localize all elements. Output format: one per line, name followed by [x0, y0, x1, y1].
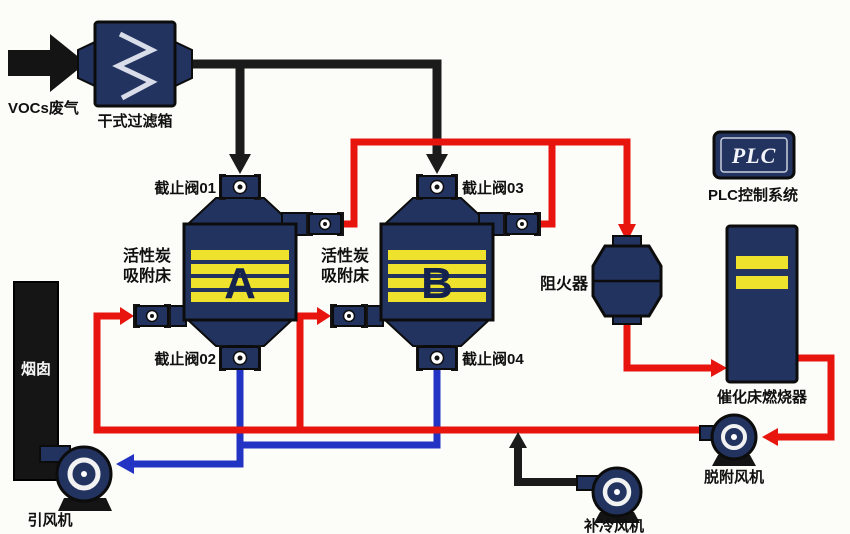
- flame-arrester-label: 阻火器: [540, 275, 589, 293]
- adsorber-a-bottom-cone: [185, 319, 295, 347]
- exhaust-pipe-blue: [116, 369, 441, 474]
- adsorber-b: B: [362, 197, 506, 347]
- valve-03-label: 截止阀03: [462, 179, 524, 197]
- exhaust-pipe-a: [134, 369, 244, 468]
- plc-badge-text: PLC: [731, 143, 777, 168]
- cooling-makeup-fan: [576, 466, 643, 523]
- desorb-pipe-a-out: [342, 138, 631, 228]
- filter-left-flange: [77, 40, 96, 88]
- dry-filter-label: 干式过滤箱: [97, 112, 172, 130]
- desorb-pipe-burner-to-fan: [778, 354, 835, 441]
- chimney: 烟囱: [13, 281, 59, 481]
- stop-valve-03: [416, 174, 458, 200]
- desorb-pipe-return-b: [296, 312, 317, 430]
- induced-fan-label: 引风机: [27, 511, 72, 529]
- side-valve-a-inlet: [133, 304, 171, 328]
- flow-arrow-down-arrester-icon: [618, 224, 636, 242]
- inlet-pipe-main: [190, 59, 442, 160]
- vocs-inlet-label: VOCs废气: [8, 99, 79, 117]
- desorption-fan-label: 脱附风机: [704, 468, 764, 486]
- adsorber-b-bottom-cone: [382, 319, 492, 347]
- valve-04-label: 截止阀04: [462, 350, 524, 368]
- desorb-pipe-return-a: [93, 312, 714, 434]
- flame-arrester: [591, 235, 663, 325]
- adsorber-b-letter: B: [421, 259, 453, 308]
- stop-valve-04: [416, 345, 458, 371]
- desorb-pipe-to-burner: [623, 322, 711, 372]
- adsorber-a-label-line2: 吸附床: [123, 266, 172, 285]
- valve-01-label: 截止阀01: [154, 179, 216, 197]
- desorption-pipe-red: [93, 138, 835, 446]
- cooling-fan-label: 补冷风机: [583, 517, 644, 534]
- burner-label: 催化床燃烧器: [717, 388, 808, 406]
- adsorber-b-top-cone: [382, 197, 492, 225]
- adsorber-a-label-line1: 活性炭: [123, 246, 171, 265]
- burner-body: [725, 224, 799, 384]
- flow-arrow-into-fan-icon: [762, 428, 778, 446]
- exhaust-pipe-b: [240, 369, 441, 449]
- fan-base: [58, 498, 112, 511]
- dry-filter-box: [77, 20, 193, 108]
- adsorber-a-letter: A: [224, 259, 256, 308]
- flow-arrow-up-cooling-icon: [509, 432, 527, 448]
- vocs-inlet-arrow-icon: [8, 34, 86, 92]
- cooling-pipe: [514, 448, 596, 486]
- chimney-body: [13, 281, 59, 481]
- flow-arrow-down-valve03-icon: [426, 154, 448, 174]
- plc-inner-border: [720, 137, 788, 173]
- flow-arrow-into-bed-a-icon: [120, 307, 134, 325]
- adsorber-a: A: [165, 197, 309, 347]
- flow-arrow-left-chimney-icon: [116, 454, 134, 474]
- filter-right-flange: [174, 40, 193, 88]
- valve-02-label: 截止阀02: [154, 350, 216, 368]
- catalytic-burner: [725, 224, 799, 384]
- plc-box: PLC: [712, 130, 796, 180]
- adsorber-a-top-cone: [185, 197, 295, 225]
- side-valve-b-inlet: [330, 304, 368, 328]
- adsorber-b-label-line1: 活性炭: [321, 246, 369, 265]
- filter-body: [93, 20, 177, 108]
- cooling-air-pipe-black: [509, 432, 596, 486]
- induced-draft-fan: [39, 445, 113, 511]
- chimney-label: 烟囱: [21, 360, 51, 378]
- adsorber-b-label-line2: 吸附床: [321, 266, 370, 285]
- flow-arrow-into-burner-icon: [711, 359, 727, 377]
- flow-arrow-into-bed-b-icon: [317, 307, 331, 325]
- side-valve-b-outlet: [503, 212, 541, 236]
- plc-body: [712, 130, 796, 180]
- stop-valve-02: [219, 345, 261, 371]
- filter-media-zigzag: [112, 31, 158, 101]
- desorb-pipe-b-out: [539, 140, 556, 228]
- stop-valve-01: [219, 174, 261, 200]
- inlet-pipe-black: [190, 59, 448, 174]
- side-valve-a-outlet: [306, 212, 344, 236]
- desorption-fan: [699, 413, 758, 466]
- plc-system-label: PLC控制系统: [708, 186, 798, 204]
- flow-arrow-down-valve01-icon: [229, 154, 251, 174]
